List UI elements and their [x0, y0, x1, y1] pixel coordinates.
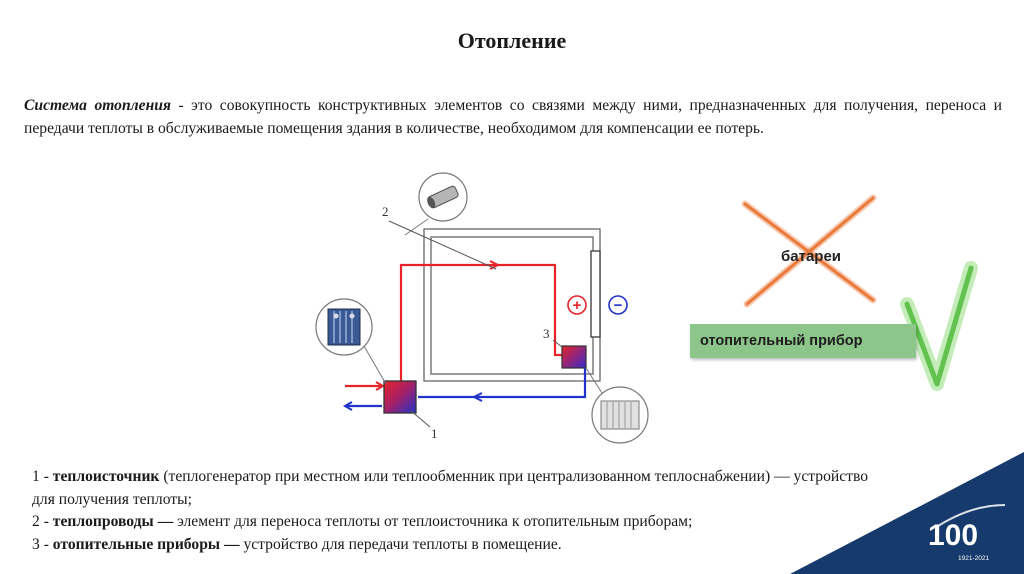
cross-out-icon — [741, 194, 877, 308]
callout-line-3 — [585, 367, 603, 394]
return-arrow-icon — [471, 392, 483, 402]
label-3: 3 — [543, 326, 550, 341]
svg-text:+: + — [573, 297, 582, 314]
label-1: 1 — [431, 426, 438, 441]
outlet-arrow-icon — [342, 401, 353, 411]
legend-item: 1 - теплоисточник (теплогенератор при ме… — [32, 468, 869, 508]
crossed-label: батареи — [781, 248, 842, 265]
legend-item: 2 - теплопроводы — элемент для переноса … — [32, 513, 693, 530]
definition-paragraph: Система отопления - это совокупность кон… — [24, 94, 1002, 140]
leader-line-2 — [388, 220, 497, 270]
definition-text: - это совокупность конструктивных элемен… — [24, 97, 1002, 137]
wall-radiator — [590, 250, 601, 338]
radiator-callout — [591, 386, 649, 444]
pipe-callout — [418, 172, 468, 222]
leader-line-3 — [552, 339, 563, 348]
callout-line-2 — [404, 218, 429, 236]
plus-icon: + — [567, 295, 587, 315]
heating-device-box — [561, 345, 587, 369]
check-icon — [900, 261, 978, 391]
logo-years: 1921-2021 — [958, 555, 989, 562]
minus-icon: − — [608, 295, 628, 315]
definition-term: Система отопления — [24, 97, 171, 114]
legend: 1 - теплоисточник (теплогенератор при ме… — [32, 466, 872, 556]
legend-item: 3 - отопительные приборы — устройство дл… — [32, 535, 562, 553]
svg-text:−: − — [614, 297, 623, 314]
callout-line-1 — [363, 345, 387, 385]
inlet-arrow-icon — [375, 381, 386, 391]
supply-pipe — [345, 263, 564, 388]
label-2: 2 — [382, 204, 389, 219]
heat-exchanger-callout — [315, 298, 373, 356]
heat-source-box — [383, 380, 417, 414]
page-title: Отопление — [457, 28, 567, 53]
leader-line-1 — [409, 409, 431, 428]
logo-mark: 100 — [928, 519, 978, 552]
heating-system-diagram: + − 2 1 3 — [315, 172, 649, 444]
correct-term-box: отопительный прибор — [690, 324, 916, 358]
